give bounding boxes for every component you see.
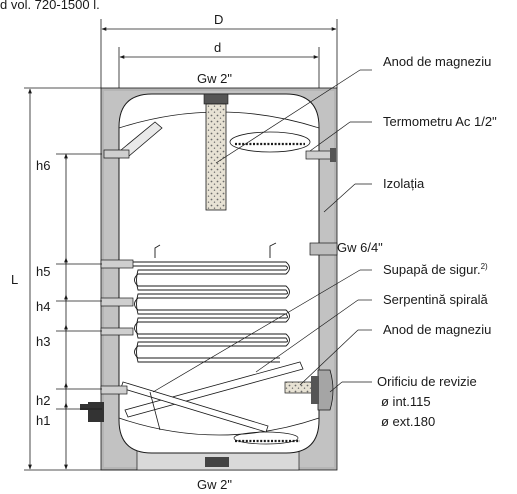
thermometer-sleeve — [305, 148, 336, 162]
top-heating-spring — [229, 131, 311, 153]
dim-h1: h1 — [36, 413, 50, 428]
dim-h5: h5 — [36, 264, 50, 279]
top-anode — [205, 103, 227, 211]
dim-h4: h4 — [36, 299, 50, 314]
bottom-dome — [118, 417, 320, 436]
callout-insulation: Izolația — [383, 176, 425, 191]
dim-h6: h6 — [36, 158, 50, 173]
dimension-D: D — [100, 12, 338, 88]
top-connection-label: Gw 2" — [197, 71, 232, 86]
callout-safety-valve-sup: 2) — [481, 262, 488, 271]
bottom-heating-spring — [233, 431, 300, 445]
callout-safety-valve: Supapă de sigur.2) — [383, 262, 488, 277]
callout-thermometer: Termometru Ac 1/2" — [383, 114, 497, 129]
callout-safety-valve-text: Supapă de sigur. — [383, 262, 481, 277]
dim-h3: h3 — [36, 334, 50, 349]
inspection-flange — [311, 369, 334, 411]
bottom-connection-label: Gw 2" — [197, 477, 232, 492]
side-connection: Gw 6/4" — [309, 240, 383, 256]
height-dimensions — [56, 153, 102, 470]
dimension-D-label: D — [214, 12, 223, 27]
dimension-d: d — [118, 40, 320, 95]
dimension-d-label: d — [214, 40, 221, 55]
dimension-L: L — [11, 87, 137, 471]
callout-anode-lower: Anod de magneziu — [383, 322, 491, 337]
callout-inspection: Orificiu de revizie — [377, 374, 477, 389]
callout-inspection-int: ø int.115 — [381, 394, 431, 409]
dimension-L-label: L — [11, 272, 18, 287]
header-text: d vol. 720-1500 l. — [0, 0, 100, 12]
side-connection-label: Gw 6/4" — [337, 240, 383, 255]
callout-leaders — [152, 69, 372, 393]
callout-inspection-ext: ø ext.180 — [381, 414, 435, 429]
dim-h2: h2 — [36, 393, 50, 408]
coil-connections-left — [100, 259, 134, 336]
spiral-coil — [133, 242, 290, 363]
diagonal-pipe-top — [103, 121, 163, 159]
callout-anode-top: Anod de magneziu — [383, 54, 491, 69]
lower-valve — [80, 385, 128, 422]
bottom-connection: Gw 2" — [197, 457, 232, 492]
callout-coil: Serpentină spirală — [383, 292, 489, 307]
